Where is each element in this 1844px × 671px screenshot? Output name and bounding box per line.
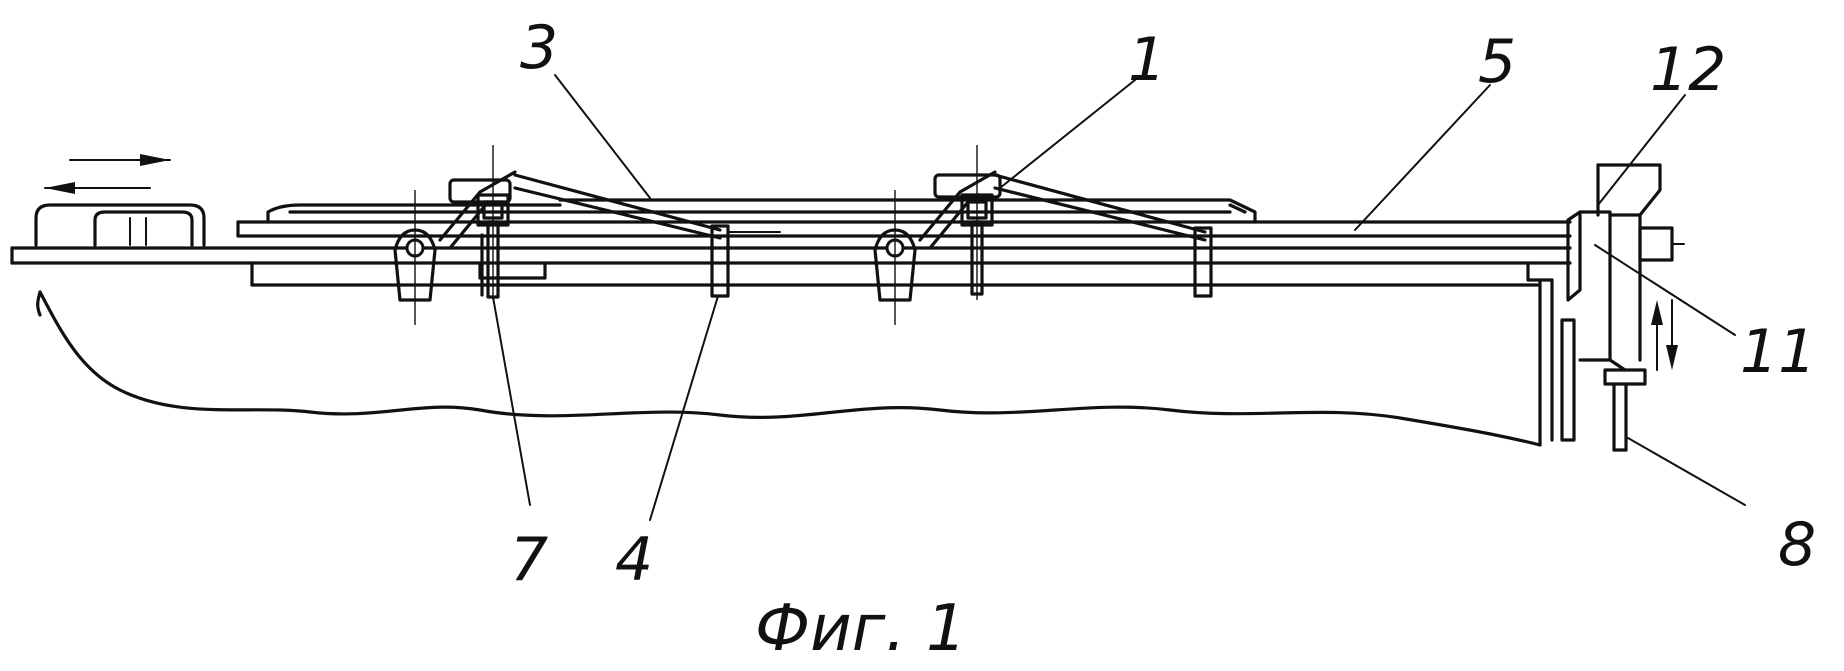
left-handle: [34, 203, 206, 247]
motion-arrows-horizontal: [44, 154, 171, 194]
reference-labels: 3 1 5 12 11 8 7 4: [510, 13, 1816, 595]
right-end-assembly: [1560, 163, 1685, 452]
label-7: 7: [510, 525, 548, 595]
label-8: 8: [1778, 510, 1816, 580]
label-12: 12: [1650, 35, 1726, 105]
lever-assembly-middle: [873, 145, 1213, 325]
figure-caption: Фиг. 1: [755, 592, 967, 666]
label-4: 4: [615, 525, 653, 595]
lever-assembly-left: [393, 145, 781, 325]
break-line: [36, 290, 1542, 447]
base-bar: [10, 246, 1572, 265]
label-5: 5: [1478, 27, 1516, 97]
label-11: 11: [1740, 317, 1816, 387]
leader-lines: [492, 74, 1746, 521]
upper-frame: [236, 198, 1572, 238]
label-1: 1: [1128, 25, 1166, 95]
label-3: 3: [520, 13, 558, 83]
lower-housing: [250, 261, 1554, 447]
